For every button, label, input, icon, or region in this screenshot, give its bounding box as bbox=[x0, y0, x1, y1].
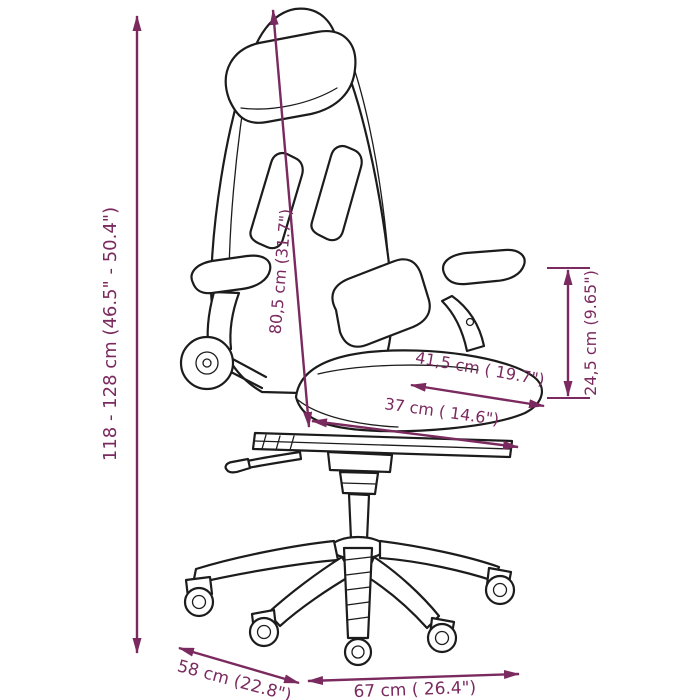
chair-base-front-arm bbox=[342, 546, 374, 640]
backrest-slot-right bbox=[310, 144, 363, 242]
chair-armrest-right bbox=[440, 248, 526, 353]
dim-line-base-depth bbox=[178, 646, 300, 685]
chair-gas-lift bbox=[326, 450, 394, 542]
chair-lumbar-pillow bbox=[331, 258, 431, 348]
chair-tilt-lever bbox=[224, 450, 303, 474]
caster-center bbox=[343, 637, 373, 667]
dim-line-seat-width bbox=[410, 382, 545, 409]
chair-illustration bbox=[179, 7, 543, 667]
chair-base bbox=[183, 535, 516, 667]
caster-front-right bbox=[426, 616, 458, 654]
dim-line-base-width bbox=[307, 669, 520, 686]
caster-right bbox=[484, 566, 516, 606]
caster-left bbox=[183, 575, 215, 618]
dim-label-overall-height: 118 - 128 cm (46.5" - 50.4") bbox=[100, 207, 121, 461]
dim-line-seat-depth bbox=[311, 418, 519, 450]
chair-armrest-left bbox=[179, 254, 272, 391]
dim-label-armrest-height: 24,5 cm (9.65") bbox=[581, 270, 600, 396]
dim-line-backrest-height bbox=[269, 9, 313, 428]
dim-label-base-width: 67 cm ( 26.4") bbox=[353, 678, 476, 700]
caster-front-left bbox=[248, 608, 280, 648]
